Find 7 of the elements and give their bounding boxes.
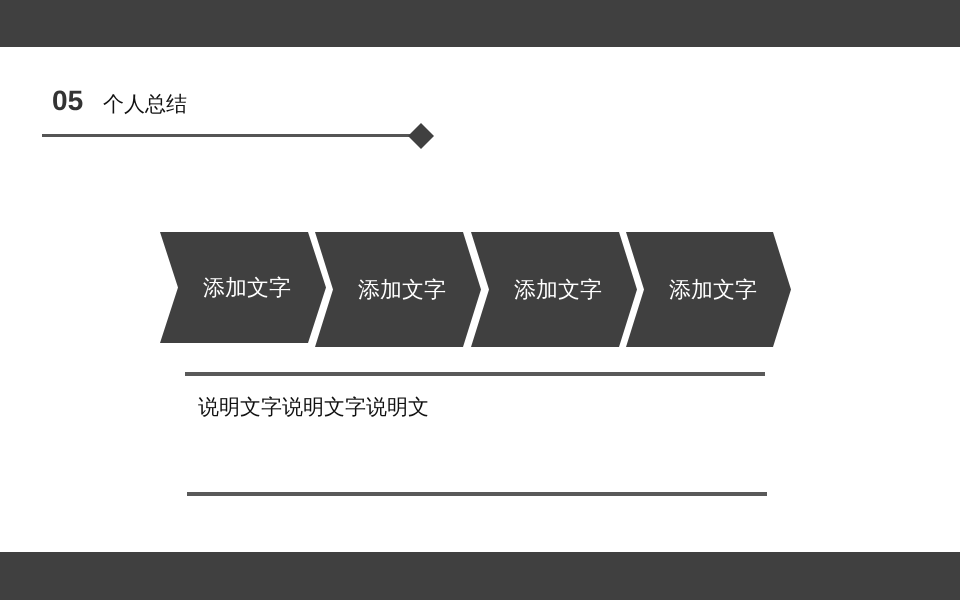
section-title: 个人总结 bbox=[103, 92, 187, 118]
step-label: 添加文字 bbox=[669, 276, 757, 302]
section-number: 05 bbox=[52, 84, 84, 118]
step-label: 添加文字 bbox=[358, 276, 446, 302]
description-text: 说明文字说明文字说明文 bbox=[198, 395, 430, 421]
step-label: 添加文字 bbox=[203, 274, 291, 300]
step-label: 添加文字 bbox=[514, 276, 602, 302]
